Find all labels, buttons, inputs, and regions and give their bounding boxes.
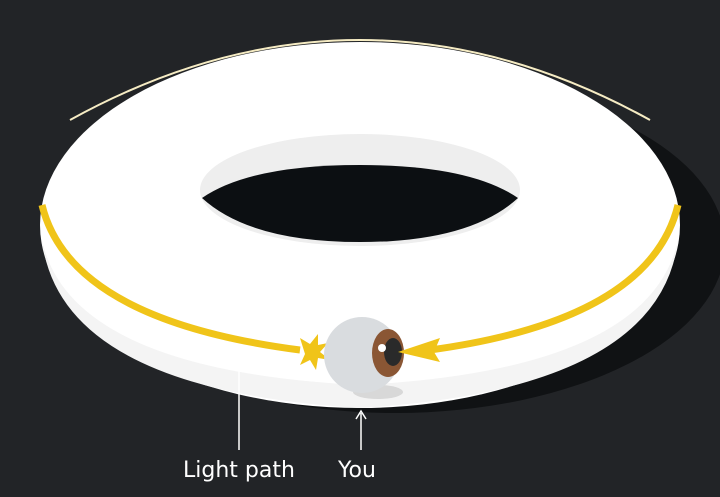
torus-lower-shade xyxy=(42,240,678,408)
light-burst-icon xyxy=(300,334,330,370)
light-path-left xyxy=(38,204,301,354)
torus-top-line xyxy=(69,39,651,121)
light-arrowhead xyxy=(398,338,440,362)
arrow-up-icon xyxy=(355,409,367,450)
arrow-up-icon xyxy=(233,356,245,450)
you-label: You xyxy=(338,458,376,483)
light-path-right xyxy=(429,204,682,354)
eye-icon xyxy=(324,317,404,399)
torus-hole xyxy=(202,165,518,242)
light-path-label: Light path xyxy=(183,458,295,483)
